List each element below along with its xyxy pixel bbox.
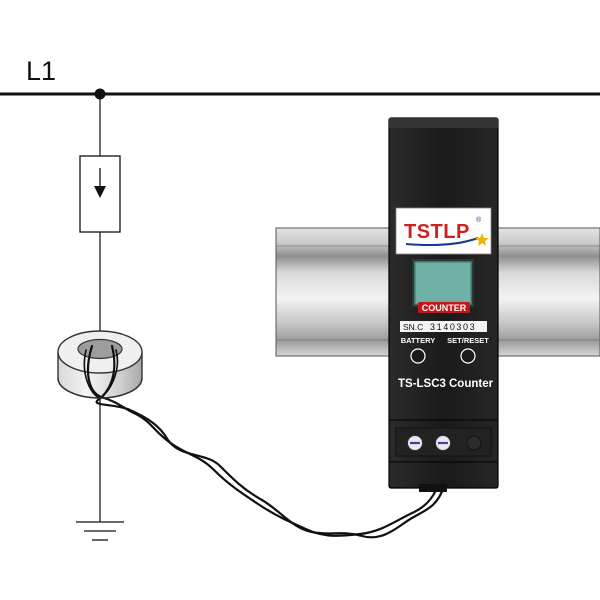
cable-clamp	[419, 484, 447, 492]
counter-badge	[418, 302, 470, 313]
battery-button[interactable]	[410, 348, 426, 364]
registered-mark: ®	[476, 216, 482, 224]
serial-strip	[400, 321, 487, 332]
model-name: TS-LSC3	[398, 378, 446, 390]
surge-arrester-symbol	[79, 155, 121, 233]
terminal-screw-2	[435, 435, 451, 451]
set-reset-label: SET/RESET	[447, 336, 489, 345]
set-reset-button[interactable]	[460, 348, 476, 364]
line-label: L1	[26, 56, 56, 86]
surge-counter-device: TSTLP ® COUNTER SN.C 3140303 BATTERY SET…	[388, 117, 499, 492]
current-sensor-toroid	[57, 330, 143, 399]
brand-panel	[395, 207, 492, 255]
model-suffix: Counter	[449, 378, 494, 390]
lcd-display	[414, 261, 472, 305]
battery-label: BATTERY	[401, 336, 436, 345]
toroid-front-rim	[57, 377, 143, 399]
serial-number: 3140303	[430, 322, 476, 332]
serial-prefix: SN.C	[403, 322, 423, 332]
counter-badge-label: COUNTER	[422, 303, 467, 313]
brand-star-icon	[475, 233, 489, 246]
twisted-pair-cable	[83, 344, 446, 539]
terminal-screw-1	[407, 435, 423, 451]
ground-icon	[76, 521, 124, 541]
terminal-hole	[466, 435, 482, 451]
brand-logo: TSTLP	[404, 221, 470, 243]
brand-swoosh	[405, 237, 479, 247]
